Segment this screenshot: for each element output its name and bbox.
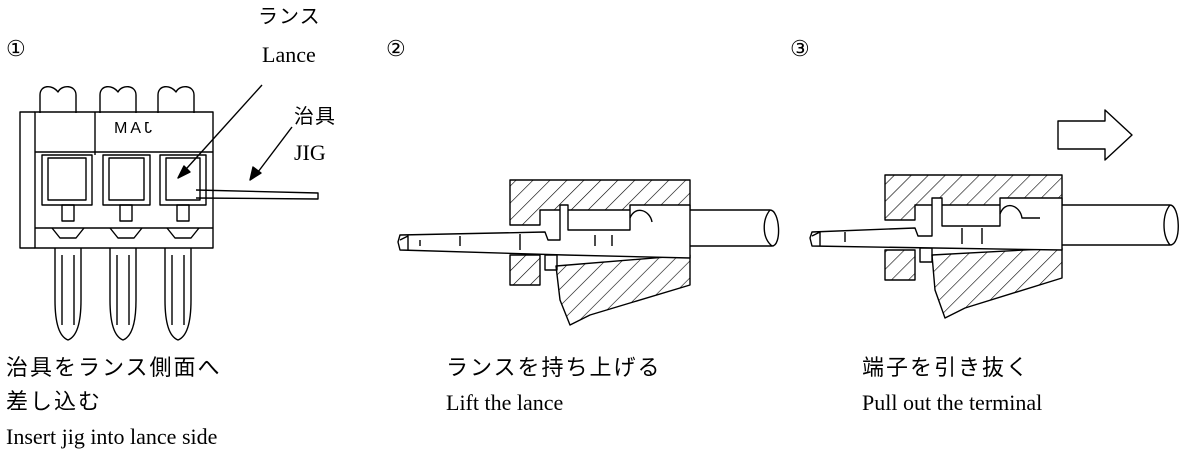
lance-label-jp: ランス (258, 4, 321, 28)
lance-arrowhead (177, 165, 191, 179)
step-1-caption-en: Insert jig into lance side (6, 424, 218, 449)
step-3-number: ③ (790, 36, 810, 61)
lance-pointer-line (177, 84, 263, 179)
step-2-caption-jp: ランスを持ち上げる (446, 356, 662, 381)
step-3-caption-jp: 端子を引き抜く (862, 356, 1031, 381)
step-1-caption-jp-line1: 治具をランス側面へ (6, 356, 222, 381)
connector-mark: JAM (111, 120, 152, 137)
jig-label-en: JIG (294, 140, 326, 165)
section-view-lance-lifted (397, 179, 780, 326)
step-2-caption-en: Lift the lance (446, 390, 564, 415)
step-1-number: ① (6, 36, 26, 61)
jig-tool (195, 189, 319, 200)
jig-arrowhead (249, 166, 262, 181)
step-1-caption-jp-line2: 差し込む (6, 390, 103, 415)
connector-front-view (19, 86, 319, 341)
lance-label-en: Lance (262, 42, 316, 67)
jig-label-jp: 治具 (294, 104, 336, 128)
jig-pointer-line (257, 126, 293, 173)
step-3-caption-en: Pull out the terminal (862, 390, 1043, 415)
section-view-terminal-pulled (809, 174, 1179, 319)
pull-direction-arrow-icon (1057, 109, 1133, 161)
step-2-number: ② (386, 36, 406, 61)
